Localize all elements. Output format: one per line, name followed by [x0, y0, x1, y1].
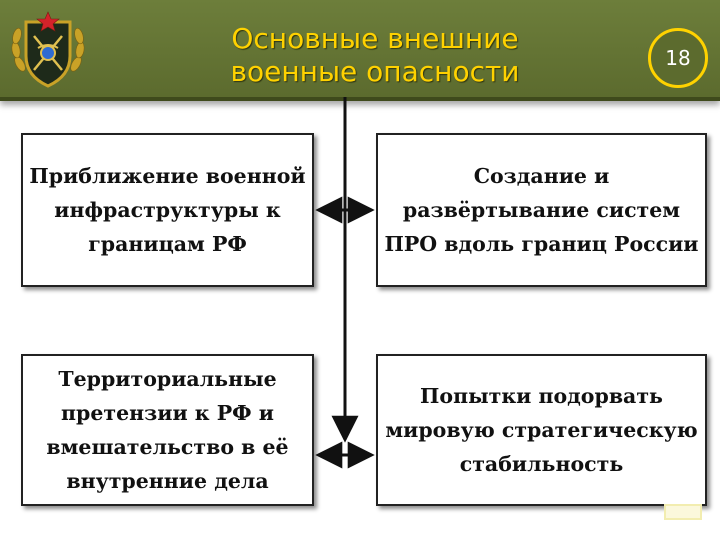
danger-box-missile-defense: Создание и развёртывание систем ПРО вдол… [376, 133, 707, 287]
military-emblem-icon [8, 6, 88, 92]
header-bar: Основные внешние военные опасности 18 [0, 0, 720, 101]
danger-box-strategic-stability: Попытки подорвать мировую стратегическую… [376, 354, 707, 506]
page-title: Основные внешние военные опасности [215, 22, 535, 88]
danger-box-text: Территориальные претензии к РФ и вмешате… [46, 367, 289, 493]
danger-box-text: Создание и развёртывание систем ПРО вдол… [384, 164, 699, 256]
danger-box-territorial-claims: Территориальные претензии к РФ и вмешате… [21, 354, 314, 506]
title-line-1: Основные внешние [231, 22, 519, 55]
title-line-2: военные опасности [230, 55, 520, 88]
slide-nav-button[interactable] [664, 504, 702, 520]
danger-box-text: Приближение военной инфраструктуры к гра… [29, 164, 306, 256]
page-number-badge: 18 [648, 28, 708, 88]
danger-box-infrastructure: Приближение военной инфраструктуры к гра… [21, 133, 314, 287]
danger-box-text: Попытки подорвать мировую стратегическую… [385, 384, 698, 476]
